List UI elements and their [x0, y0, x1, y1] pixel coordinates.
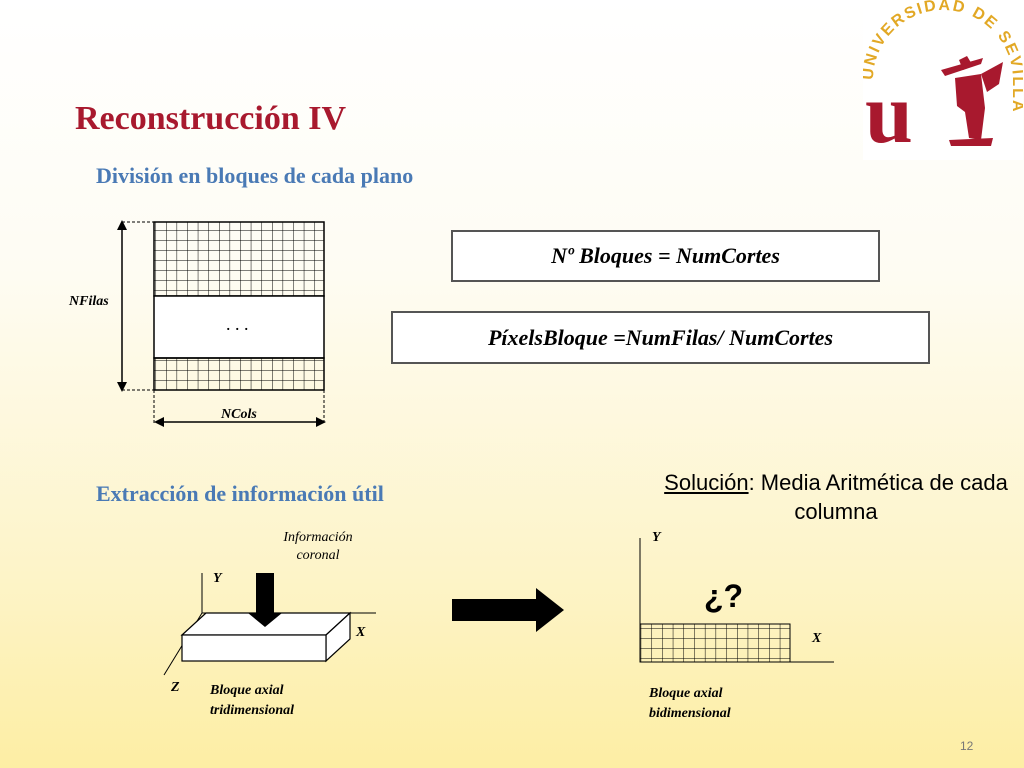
axial-block-2d-diagram: Y X ¿? Bloque axial bidimensional [630, 528, 850, 728]
subtitle-division: División en bloques de cada plano [96, 163, 414, 188]
question-mark: ¿? [704, 578, 744, 614]
ellipsis: . . . [226, 314, 249, 334]
ncols-label: NCols [221, 407, 257, 422]
grid-block-diagram: NFilas NCols . . . [60, 210, 340, 440]
axis-z-3d: Z [171, 680, 180, 695]
svg-text:u: u [865, 65, 913, 160]
solution-text: Solución: Media Aritmética de cada colum… [660, 468, 1012, 526]
coronal-info-label: Información coronal [283, 530, 353, 563]
formula-pixels-per-block: PíxelsBloque =NumFilas/ NumCortes [391, 311, 930, 364]
page-number: 12 [960, 739, 974, 753]
solution-body: : Media Aritmética de cada columna [748, 470, 1008, 524]
slide-title: Reconstrucción IV [75, 100, 347, 137]
axis-y-2d: Y [652, 530, 661, 545]
nfilas-label: NFilas [69, 294, 109, 309]
right-arrow-icon [452, 588, 567, 633]
axis-x-2d: X [812, 631, 822, 646]
axis-y-3d: Y [213, 571, 222, 586]
formula-blocks: Nº Bloques = NumCortes [451, 230, 880, 282]
solution-prefix: Solución [664, 470, 749, 495]
block-3d-label: Bloque axial tridimensional [210, 683, 295, 718]
axis-x-3d: X [356, 625, 366, 640]
university-logo: UNIVERSIDAD DE SEVILLA u [860, 0, 1024, 161]
axial-block-3d-diagram: Información coronal Y X Z Bloque axial t… [150, 525, 390, 725]
block-2d-label: Bloque axial bidimensional [649, 686, 731, 721]
subtitle-extraction: Extracción de información útil [96, 481, 384, 506]
